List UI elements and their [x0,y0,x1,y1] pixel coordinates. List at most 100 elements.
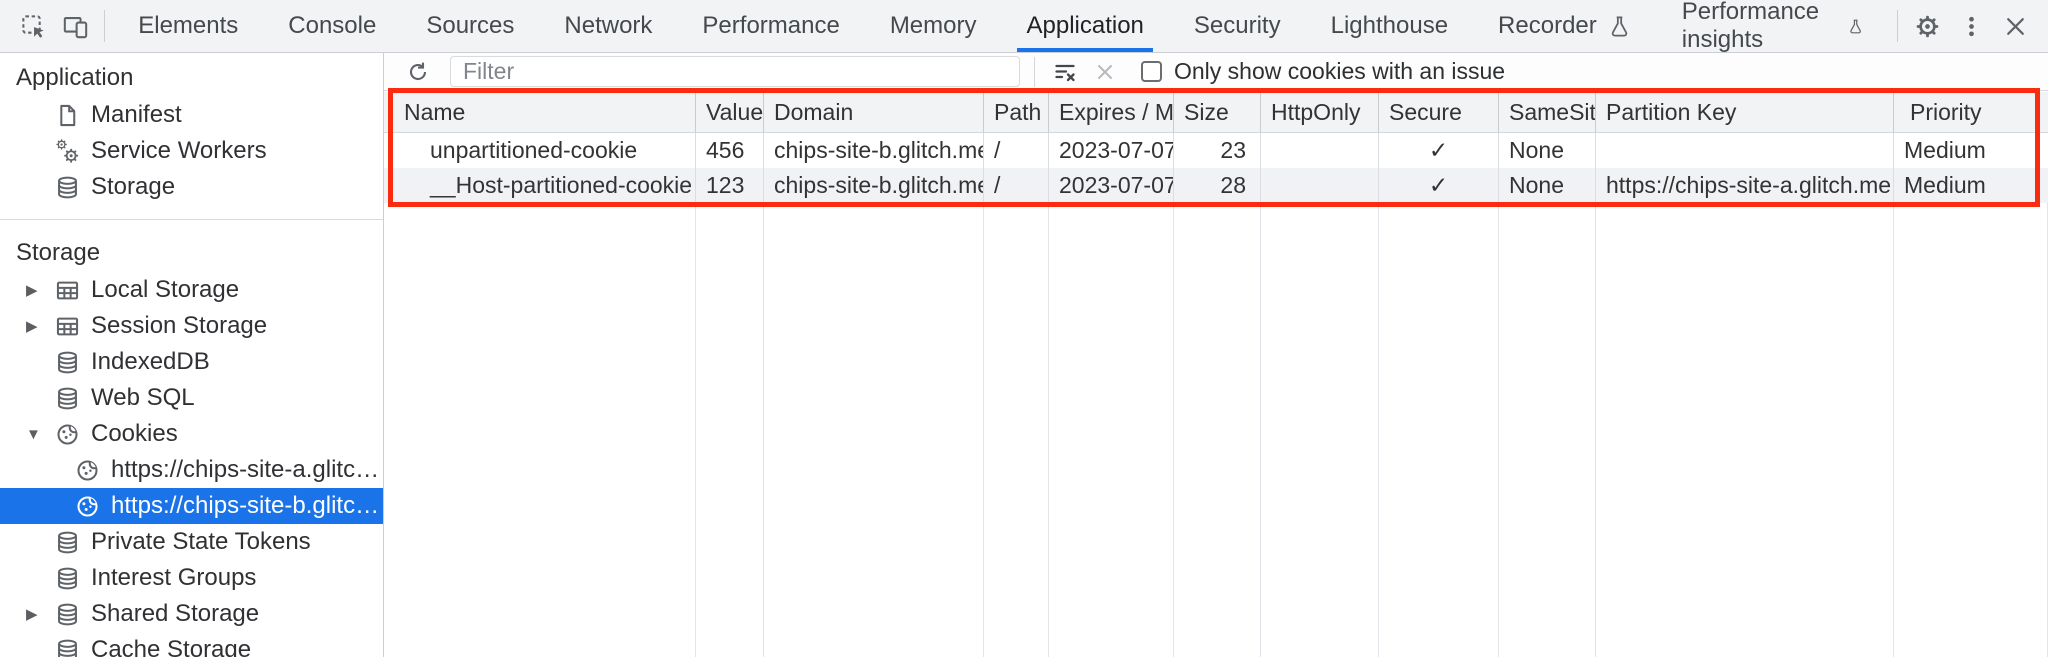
sidebar-section-application: Application [16,64,134,91]
refresh-icon [406,60,430,84]
tab-network[interactable]: Network [564,12,653,39]
issue-filter-toggle[interactable]: Only show cookies with an issue [1141,58,1505,85]
cookies-panel: Only show cookies with an issue Name Val… [384,53,2048,657]
sidebar-item-web-sql[interactable]: Web SQL [0,380,383,416]
cell-httponly [1261,133,1379,168]
cell-domain: chips-site-b.glitch.me [764,168,984,203]
tab-recorder[interactable]: Recorder [1473,0,1657,52]
inspect-element-button[interactable] [12,4,54,48]
service-worker-gears-icon [54,138,81,165]
sidebar-item-cookies[interactable]: ▼ Cookies [26,420,178,448]
delete-x-icon [1093,60,1117,84]
cookies-table: Name Value Domain Path Expires / M… Size… [384,92,2048,657]
cell-partition-key: https://chips-site-a.glitch.me [1596,168,1894,203]
sidebar-item-storage[interactable]: Storage [0,169,383,205]
column-header-httponly[interactable]: HttpOnly [1261,92,1379,133]
toolbar-separator [1034,56,1035,87]
cell-value: 456 [696,133,764,168]
sidebar-item-interest-groups[interactable]: Interest Groups [0,560,383,596]
sidebar-item-shared-storage[interactable]: ▶ Shared Storage [26,600,260,628]
column-header-name[interactable]: Name [384,92,696,133]
sidebar-item-session-storage[interactable]: ▶ Session Storage [26,312,268,340]
gear-icon [1914,13,1941,40]
column-header-samesite[interactable]: SameSite [1499,92,1596,133]
refresh-button[interactable] [400,55,436,89]
sidebar-divider [0,219,383,220]
column-header-expires[interactable]: Expires / M… [1049,92,1174,133]
tab-memory[interactable]: Memory [889,12,977,39]
sidebar-item-cookies-chips-site-a[interactable]: https://chips-site-a.glitch.me [0,452,383,488]
cell-httponly [1261,168,1379,203]
collapse-arrow-icon[interactable]: ▼ [26,425,41,443]
tab-elements[interactable]: Elements [138,12,239,39]
table-row-unpartitioned-cookie[interactable]: unpartitioned-cookie 456 chips-site-b.gl… [384,133,2048,168]
expand-arrow-icon[interactable]: ▶ [26,318,38,335]
database-icon [54,174,81,201]
devtools-body: Application Manifest Service Workers Sto… [0,53,2048,657]
sidebar-section-storage: Storage [16,239,101,266]
sidebar-item-cache-storage[interactable]: Cache Storage [0,632,383,657]
close-icon [2002,13,2029,40]
tab-lighthouse[interactable]: Lighthouse [1330,12,1449,39]
more-options-button[interactable] [1950,4,1994,48]
sidebar-item-service-workers[interactable]: Service Workers [0,133,383,169]
sidebar-item-cookies-chips-site-b[interactable]: https://chips-site-b.glitch.me [0,488,383,524]
column-header-secure[interactable]: Secure [1379,92,1499,133]
database-icon [54,529,81,556]
cookie-icon [74,493,101,520]
close-devtools-button[interactable] [1994,4,2038,48]
tabbar-right-controls [1889,4,2038,48]
sidebar-item-private-state-tokens[interactable]: Private State Tokens [0,524,383,560]
cell-secure-checkmark: ✓ [1379,133,1499,168]
cell-size: 23 [1174,133,1261,168]
clear-list-icon [1053,60,1077,84]
column-header-value[interactable]: Value [696,92,764,133]
column-header-priority[interactable]: Priority [1894,92,2048,133]
delete-selected-button[interactable] [1085,55,1125,89]
cell-partition-key [1596,133,1894,168]
cell-expires: 2023-07-07… [1049,168,1174,203]
cell-samesite: None [1499,168,1596,203]
column-header-path[interactable]: Path [984,92,1049,133]
column-header-partition-key[interactable]: Partition Key [1596,92,1894,133]
tab-console[interactable]: Console [288,12,377,39]
issue-filter-checkbox[interactable] [1141,61,1162,82]
table-row-host-partitioned-cookie[interactable]: __Host-partitioned-cookie 123 chips-site… [384,168,2048,203]
cell-value: 123 [696,168,764,203]
filter-input[interactable] [450,56,1020,87]
tab-performance-insights[interactable]: Performance insights [1657,0,1889,53]
sidebar-item-indexeddb[interactable]: IndexedDB [0,344,383,380]
sidebar-item-manifest[interactable]: Manifest [0,97,383,133]
issue-filter-label: Only show cookies with an issue [1174,58,1506,84]
cell-name: unpartitioned-cookie [384,133,696,168]
application-sidebar: Application Manifest Service Workers Sto… [0,53,384,657]
tab-performance[interactable]: Performance [702,12,840,39]
table-empty-area [384,203,2048,657]
database-icon [54,385,81,412]
cookie-icon [74,457,101,484]
database-icon [54,601,81,628]
sidebar-item-local-storage[interactable]: ▶ Local Storage [26,276,240,303]
cookies-toolbar: Only show cookies with an issue [384,53,2048,91]
cell-secure-checkmark: ✓ [1379,168,1499,203]
clear-all-cookies-button[interactable] [1045,55,1085,89]
table-icon [54,313,81,340]
device-toolbar-button[interactable] [54,4,96,48]
cell-priority: Medium [1904,137,1986,163]
panel-tabs: Elements Console Sources Network Perform… [113,0,1889,53]
cell-priority: Medium [1894,168,2048,203]
expand-arrow-icon[interactable]: ▶ [26,606,38,623]
column-header-size[interactable]: Size [1174,92,1261,133]
settings-button[interactable] [1906,4,1950,48]
tab-security[interactable]: Security [1193,12,1281,39]
column-header-domain[interactable]: Domain [764,92,984,133]
database-icon [54,637,81,657]
device-toolbar-icon [62,13,89,40]
tab-sources[interactable]: Sources [426,12,515,39]
cookie-icon [54,421,81,448]
cell-size: 28 [1174,168,1261,203]
tab-application[interactable]: Application [1001,0,1168,52]
database-icon [54,565,81,592]
expand-arrow-icon[interactable]: ▶ [26,282,38,299]
